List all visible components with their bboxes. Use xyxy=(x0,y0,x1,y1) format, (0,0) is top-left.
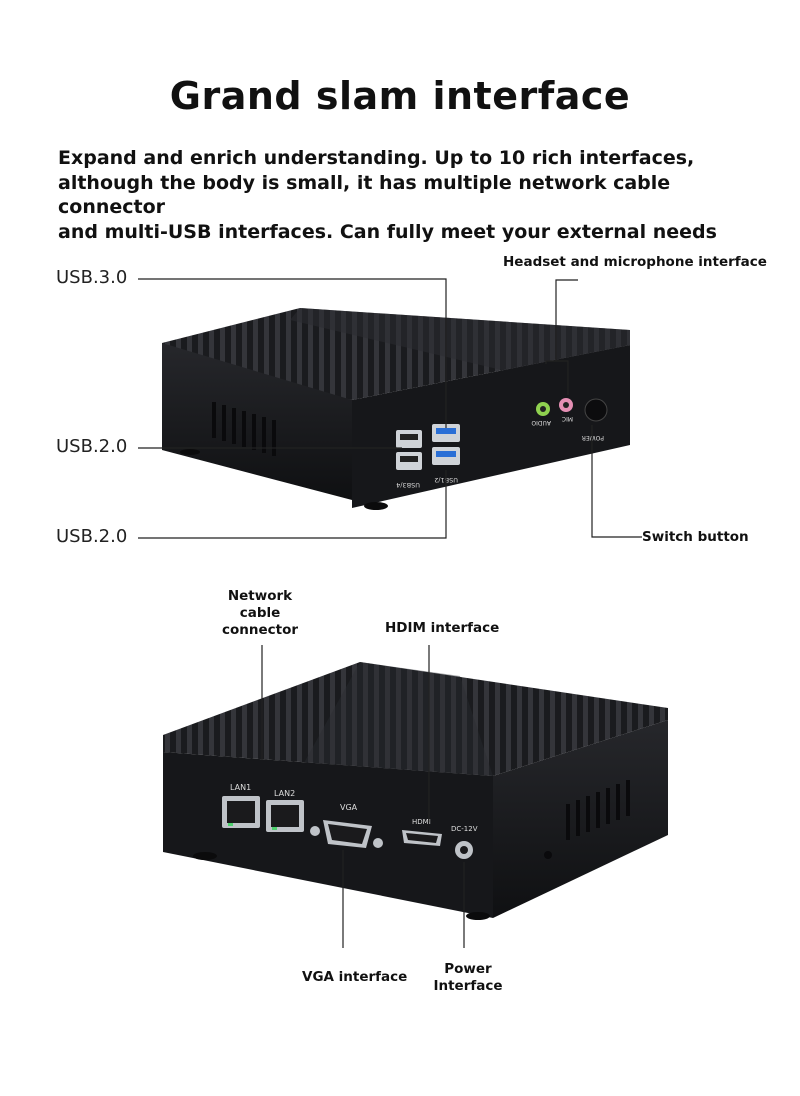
usb3-label: USB.3.0 xyxy=(56,267,128,288)
usb-ports xyxy=(396,424,460,470)
intro-line: and multi-USB interfaces. Can fully meet… xyxy=(58,220,717,243)
network-label-line: connector xyxy=(221,622,299,638)
power-marking: POWER xyxy=(582,434,604,441)
power-label: Power Interface xyxy=(428,961,508,995)
vent-slots xyxy=(566,780,630,840)
vga-label: VGA interface xyxy=(302,969,408,985)
hdmi-marking: HDMI xyxy=(412,818,431,826)
front-device-side xyxy=(162,343,352,500)
usb2-label: USB.2.0 xyxy=(56,526,128,547)
intro-line: although the body is small, it has multi… xyxy=(58,171,671,219)
vent-slots xyxy=(212,402,276,456)
lan2-marking: LAN2 xyxy=(274,789,295,798)
dc-marking: DC-12V xyxy=(451,825,478,833)
audio-marking: AUDIO xyxy=(531,419,551,426)
front-callout-lines xyxy=(138,278,642,539)
page-title: Grand slam interface xyxy=(169,74,631,118)
usb2-label: USB.2.0 xyxy=(56,436,128,457)
network-label-line: Network xyxy=(227,588,293,604)
rear-device: LAN1 LAN2 VGA HDMI DC-12V xyxy=(163,662,668,920)
rear-device-side xyxy=(493,720,668,918)
lan-ports xyxy=(222,796,304,832)
intro-text: Expand and enrich understanding. Up to 1… xyxy=(58,146,758,244)
front-device: USB3/4 USB1/2 AUDIO MIC POWER xyxy=(162,308,630,510)
rear-callout-lines xyxy=(261,645,465,948)
hdmi-label: HDIM interface xyxy=(385,620,500,636)
switch-label: Switch button xyxy=(642,529,749,545)
lan1-marking: LAN1 xyxy=(230,783,251,792)
vga-marking: VGA xyxy=(340,803,358,812)
network-label-line: cable xyxy=(239,605,281,621)
headset-label: Headset and microphone interface xyxy=(503,254,767,270)
rear-device-top xyxy=(163,662,668,776)
power-button xyxy=(584,398,608,422)
vga-port xyxy=(310,820,383,848)
usb-left-marking: USB3/4 xyxy=(396,481,420,489)
network-label: Network cable connector xyxy=(210,588,310,639)
mic-marking: MIC xyxy=(562,415,573,422)
intro-line: Expand and enrich understanding. Up to 1… xyxy=(58,147,695,169)
power-label-line: Power xyxy=(444,961,492,977)
power-label-line: Interface xyxy=(433,978,503,994)
